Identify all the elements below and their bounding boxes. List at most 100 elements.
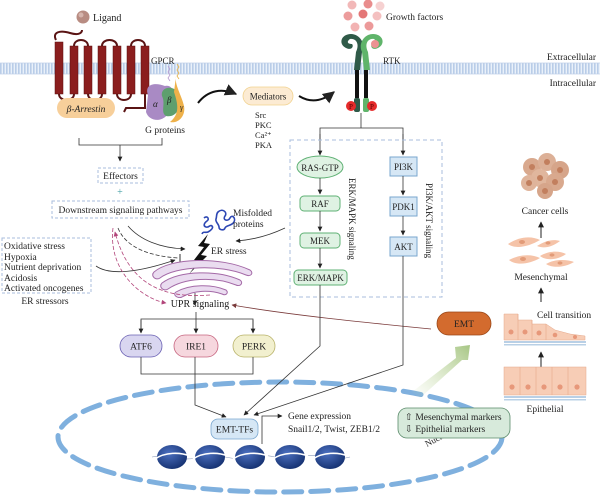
er-stressor-item: Oxidative stress: [4, 242, 65, 252]
mediator-item: PKC: [255, 120, 272, 130]
kinase-pathways-box: [289, 139, 443, 298]
epithelial-markers-down: ⇩ Epithelial markers: [405, 425, 486, 435]
akt-node: [389, 236, 418, 257]
arrow-erk-to-er-stress: [235, 227, 286, 244]
ire1-label: IRE1: [186, 343, 206, 353]
mesenchymal-cells-icon: [508, 237, 574, 267]
er-stressor-item: Nutrient deprivation: [4, 263, 82, 273]
rtk-split: [319, 127, 404, 140]
gpcr-label: GPCR: [151, 56, 175, 66]
upr-branch-lines: [140, 318, 254, 330]
cell-transition-label: Cell transition: [537, 311, 591, 321]
er-stressors-list: Oxidative stress Hypoxia Nutrient depriv…: [4, 242, 84, 294]
genes-label: Snail1/2, Twist, ZEB1/2: [288, 425, 380, 435]
arrow-upr-to-emt-tfs: [194, 357, 227, 418]
pdk1-node: [389, 196, 418, 217]
alpha-subunit-label: α: [153, 99, 158, 109]
nucleosome: [157, 445, 187, 469]
g-protein-complex: α β γ: [146, 63, 185, 123]
emt-beam-arrow: [412, 345, 470, 398]
epithelial-cells-icon: [503, 366, 587, 401]
erk-mapk-pathway: RAS-GTP RAF MEK ERK/MAPK ERK/MAPK signal…: [293, 155, 357, 286]
mediators-list: Src PKC Ca²⁺ PKA: [255, 110, 273, 150]
mediators-label: Mediators: [250, 92, 287, 102]
rtk-label: RTK: [383, 56, 401, 66]
endoplasmic-reticulum-icon: [152, 259, 253, 298]
cancer-cells-label: Cancer cells: [522, 207, 569, 217]
ligand-icon: [76, 10, 90, 24]
phospho-icon: P P: [346, 101, 377, 111]
downstream-pathways-box: [51, 200, 190, 219]
pi3k-node: [389, 156, 418, 177]
ire1-node: IRE1: [173, 334, 219, 358]
upr-feedback-arrow-in: [112, 227, 167, 305]
pi3k-label: PI3K: [394, 162, 414, 172]
upr-signaling-label: UPR signaling: [171, 299, 230, 310]
growth-factors-icon: [343, 0, 385, 32]
gpcr-receptor-icon: [54, 29, 150, 113]
beta-subunit-label: β: [166, 95, 172, 105]
arrow-gprotein-to-mediators: [197, 84, 238, 104]
gamma-subunit-label: γ: [180, 103, 184, 112]
beta-arrestin-label: β-Arrestin: [66, 105, 106, 115]
erk-mapk-pathway-title: ERK/MAPK signaling: [347, 178, 357, 260]
extracellular-label: Extracellular: [547, 53, 597, 63]
atf6-node: ATF6: [119, 334, 163, 358]
epithelial-label: Epithelial: [527, 405, 564, 415]
er-stressor-item: Hypoxia: [4, 253, 38, 263]
mesenchymal-label: Mesenchymal: [514, 273, 568, 283]
mediators-node: Mediators: [242, 86, 294, 106]
upr-feedback-arrow-up: [113, 231, 211, 296]
beta-arrestin: β-Arrestin: [57, 98, 115, 118]
mek-label: MEK: [310, 236, 331, 246]
er-stressor-item: Activated oncogenes: [4, 284, 84, 294]
effectors-box: [97, 167, 144, 184]
akt-label: AKT: [394, 242, 413, 252]
nucleosome: [275, 445, 305, 469]
misfolded-label-line1: Misfolded: [233, 208, 272, 219]
cancer-cells-icon: [521, 153, 569, 199]
arrow-mediators-to-rtk: [298, 91, 335, 104]
emt-node: EMT: [436, 311, 492, 336]
arrow-stressors-to-er: [95, 259, 176, 273]
arrow-gene-expression: [261, 413, 283, 444]
growth-factors-label: Growth factors: [386, 12, 444, 23]
downstream-pathways-label: Downstream signaling pathways: [58, 206, 182, 216]
mediator-item: PKA: [255, 140, 273, 150]
misfolded-proteins-icon: [201, 209, 236, 235]
plus-icon: +: [117, 187, 123, 198]
emt-tfs-node: EMT-TFs: [210, 418, 259, 440]
svg-text:P: P: [370, 103, 374, 111]
g-proteins-label: G proteins: [145, 126, 185, 136]
markers-box: ⇧ Mesenchymal markers ⇩ Epithelial marke…: [397, 407, 511, 439]
atf6-label: ATF6: [130, 343, 152, 353]
erk-mapk-node: [293, 269, 348, 286]
misfolded-label-line2: proteins: [233, 220, 264, 230]
effectors-label: Effectors: [103, 171, 138, 182]
mesenchymal-markers-up: ⇧ Mesenchymal markers: [405, 412, 502, 423]
dashed-inhibition-line: [117, 227, 179, 259]
ligand-label: Ligand: [93, 13, 121, 24]
perk-label: PERK: [242, 343, 266, 353]
raf-label: RAF: [311, 199, 329, 209]
er-stressors-box: [1, 237, 92, 294]
nucleosome: [235, 445, 265, 469]
emt-tfs-label: EMT-TFs: [216, 426, 253, 436]
ras-gtp-label: RAS-GTP: [301, 163, 339, 173]
svg-text:P: P: [349, 103, 353, 111]
pdk1-label: PDK1: [392, 202, 415, 212]
gene-expression-label: Gene expression: [288, 412, 351, 422]
arrow-downstream-to-er-stress: [127, 225, 186, 252]
mediator-item: Ca²⁺: [255, 130, 271, 140]
perk-node: PERK: [232, 334, 276, 358]
rtk-receptor-icon: P P: [341, 34, 383, 112]
gpcr-bracket: [78, 138, 163, 146]
erk-mapk-label: ERK/MAPK: [297, 273, 344, 283]
pi3k-akt-pathway: PI3K PDK1 AKT PI3K/AKT signaling: [389, 156, 434, 259]
intracellular-label: Intracellular: [550, 79, 597, 89]
er-stressors-title: ER stressors: [21, 297, 69, 307]
upr-merge-lines: [140, 357, 254, 375]
arrow-erk-to-emt-tfs: [243, 285, 321, 416]
arrow-emt-to-upr: [231, 303, 432, 330]
